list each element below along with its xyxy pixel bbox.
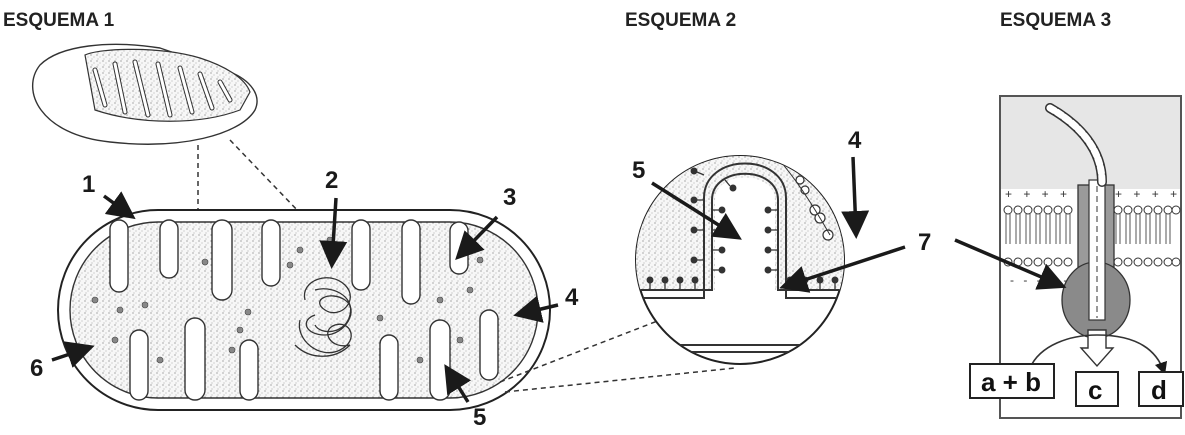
label-c: c <box>1088 375 1102 405</box>
label-1: 1 <box>82 171 95 198</box>
scheme1: 1 2 3 4 5 6 <box>30 44 735 430</box>
box-ab: a + b <box>970 364 1054 398</box>
scheme2-title: ESQUEMA 2 <box>625 10 736 31</box>
scheme2-label-7: 7 <box>918 229 931 256</box>
label-2: 2 <box>325 167 338 194</box>
label-a-plus-b: a + b <box>981 367 1041 397</box>
scheme3-title: ESQUEMA 3 <box>1000 10 1111 31</box>
scheme3: + + + + + + + + + + - - - - - - <box>955 96 1183 418</box>
scheme2-label-4: 4 <box>848 127 862 154</box>
label-6: 6 <box>30 355 43 382</box>
label-3: 3 <box>503 184 516 211</box>
label-d: d <box>1151 375 1167 405</box>
scheme2: 4 5 7 <box>630 127 931 364</box>
scheme2-label-5: 5 <box>632 157 645 184</box>
label-4: 4 <box>565 284 579 311</box>
box-d: d <box>1139 372 1183 406</box>
scheme1-title: ESQUEMA 1 <box>3 10 115 31</box>
label-5: 5 <box>473 404 486 430</box>
box-c: c <box>1076 372 1118 406</box>
mitochondrion-3d-sketch <box>33 44 257 144</box>
